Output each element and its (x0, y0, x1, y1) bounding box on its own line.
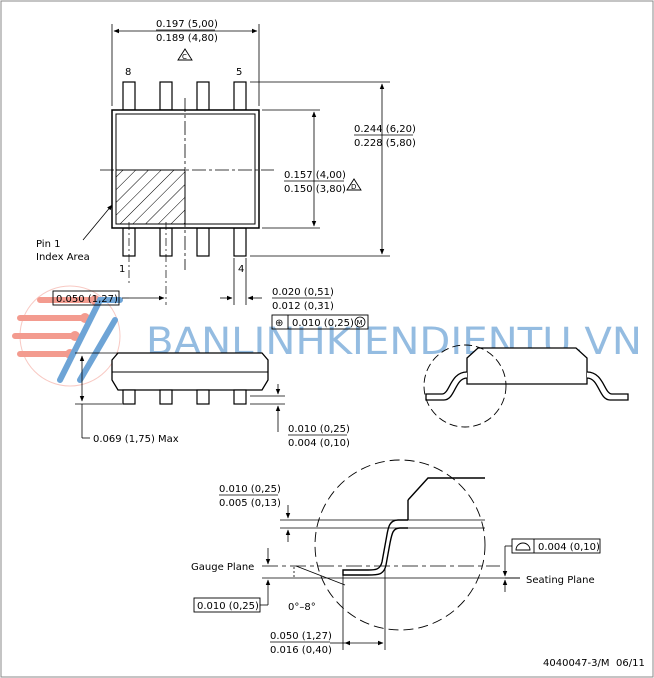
standoff-dim-max: 0.010 (0,25) (288, 424, 350, 435)
pin-label-8: 8 (125, 67, 131, 78)
body-dim-min: 0.150 (3,80) (284, 184, 346, 195)
overall-dim-min: 0.228 (5,80) (354, 138, 416, 149)
end-body (466, 347, 588, 385)
side-lead-4 (233, 389, 247, 405)
pin-6 (196, 81, 210, 111)
end-view (423, 344, 629, 428)
lead-width-max: 0.020 (0,51) (272, 287, 334, 298)
pitch-dim: 0.050 (1,27) (56, 294, 118, 305)
note-d-label: D (351, 183, 356, 191)
seating-plane-label: Seating Plane (526, 575, 595, 586)
width-dim-max: 0.197 (5,00) (156, 19, 218, 30)
lead-thickness-min: 0.005 (0,13) (219, 498, 281, 509)
note-c-triangle-icon: C (177, 48, 193, 61)
side-lead-2 (159, 389, 173, 405)
pin1-label-line2: Index Area (36, 252, 90, 263)
pin-label-1: 1 (119, 264, 125, 275)
end-lead-left (425, 371, 468, 401)
detail-callout-circle (423, 344, 507, 428)
side-view: 0.069 (1,75) Max 0.010 (0,25) 0.004 (0,1… (75, 352, 350, 449)
position-tol-value: 0.010 (0,25) (292, 318, 354, 329)
position-symbol-icon: ⊕ (275, 318, 283, 329)
top-view: 8 5 1 4 0.197 (5,00) 0.189 (4,80) C 0.15… (36, 19, 416, 330)
standoff-dim-min: 0.004 (0,10) (288, 438, 350, 449)
pin-label-4: 4 (238, 264, 244, 275)
height-dim: 0.069 (1,75) Max (93, 434, 179, 445)
pin-8 (122, 81, 136, 111)
pin-label-5: 5 (236, 67, 242, 78)
foot-length-max: 0.050 (1,27) (270, 631, 332, 642)
gauge-plane-label: Gauge Plane (191, 562, 254, 573)
drawing-date: 06/11 (616, 658, 645, 669)
lead-thickness-max: 0.010 (0,25) (219, 484, 281, 495)
drawing-id: 4040047-3/M (543, 658, 610, 669)
side-lead-1 (122, 389, 136, 405)
pin-7 (159, 81, 173, 111)
profile-surface-icon (515, 542, 531, 551)
coplanarity-value: 0.004 (0,10) (538, 542, 600, 553)
pin1-index-area (115, 169, 186, 225)
mmc-modifier-icon: M (357, 319, 363, 327)
note-d-triangle-icon: D (346, 178, 362, 191)
detail-circle (314, 459, 486, 631)
watermark-logo-icon (12, 285, 123, 387)
pin-5 (233, 81, 247, 111)
lead-width-min: 0.012 (0,31) (272, 301, 334, 312)
pin-4 (233, 227, 247, 257)
width-dim-min: 0.189 (4,80) (156, 33, 218, 44)
pin-3 (196, 227, 210, 257)
pitch-dim-box (52, 290, 120, 306)
coplanarity-frame: 0.004 (0,10) (511, 538, 601, 554)
end-lead-right (586, 371, 629, 401)
foot-length-min: 0.016 (0,40) (270, 645, 332, 656)
detail-lead (342, 519, 408, 576)
note-c-label: C (182, 53, 187, 61)
position-tolerance-frame: ⊕ 0.010 (0,25) M (271, 314, 369, 330)
detail-view: 0.010 (0,25) 0.005 (0,13) Gauge Plane 0.… (191, 459, 601, 656)
body-dim-max: 0.157 (4,00) (284, 170, 346, 181)
gauge-dim: 0.010 (0,25) (197, 601, 259, 612)
overall-dim-max: 0.244 (6,20) (354, 124, 416, 135)
pin1-label-line1: Pin 1 (36, 239, 60, 250)
angle-label: 0°–8° (288, 602, 316, 613)
side-lead-3 (196, 389, 210, 405)
